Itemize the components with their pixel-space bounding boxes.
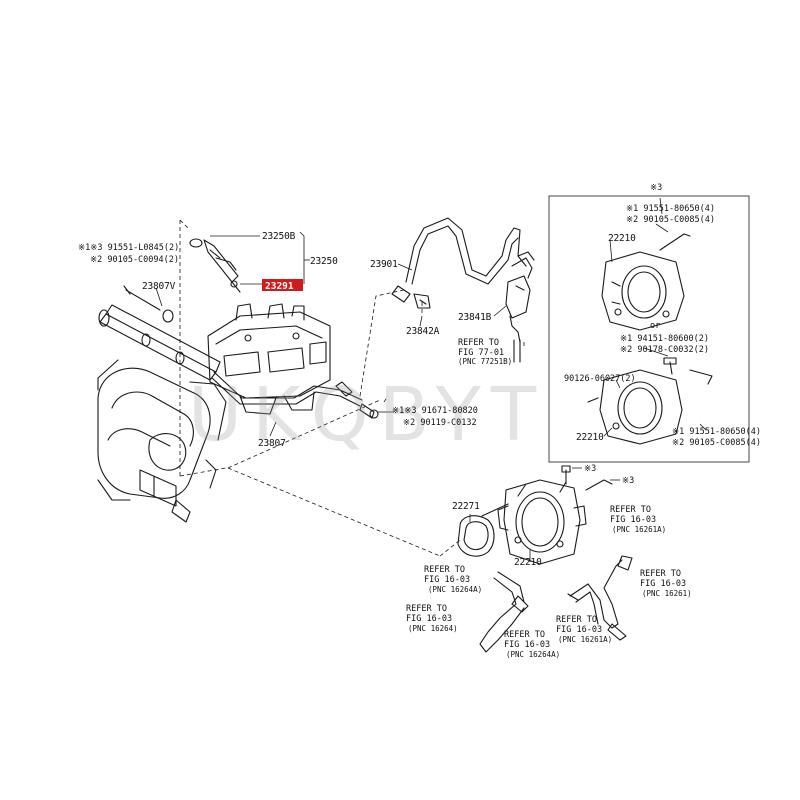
part-23250-label[interactable]: 23250: [310, 256, 338, 267]
refer-line: FIG 77-01: [458, 348, 504, 358]
refer-line: FIG 16-03: [610, 515, 656, 525]
refer-line: REFER TO: [610, 505, 651, 515]
refer-line: REFER TO: [458, 338, 499, 348]
refer-16261[interactable]: REFER TO FIG 16-03 (PNC 16261): [640, 569, 692, 598]
refer-16264[interactable]: REFER TO FIG 16-03 (PNC 16264): [406, 604, 458, 633]
part-23807V-label[interactable]: 23807V: [142, 281, 176, 292]
refer-pnc: (PNC 16264A): [506, 650, 560, 659]
refer-pnc: (PNC 16261A): [558, 635, 612, 644]
intake-manifold-drawing: [97, 285, 227, 523]
note-box-or: or: [650, 321, 660, 331]
note-box-b1: ※1 94151-80600(2): [620, 334, 709, 344]
throttle-body-drawing: [457, 465, 613, 565]
note-box-d2: ※2 90105-C0085(4): [672, 438, 761, 448]
part-23291-label[interactable]: 23291: [265, 281, 294, 292]
refer-line: REFER TO: [406, 604, 447, 614]
part-22210-label-box-top[interactable]: 22210: [608, 233, 636, 244]
fuel-injector-drawing: [189, 238, 241, 293]
part-22271-label[interactable]: 22271: [452, 501, 480, 512]
refer-line: FIG 16-03: [424, 575, 470, 585]
refer-pnc: (PNC 77251B): [458, 357, 512, 366]
fuel-tube-drawing: [211, 371, 379, 419]
part-23901-label[interactable]: 23901: [370, 259, 398, 270]
note-box-a2: ※2 90105-C0085(4): [626, 215, 715, 225]
refer-line: FIG 16-03: [556, 625, 602, 635]
refer-line: FIG 16-03: [504, 640, 550, 650]
detail-box: [548, 195, 750, 463]
part-23807-label[interactable]: 23807: [258, 438, 286, 449]
part-23250B-label[interactable]: 23250B: [262, 231, 296, 242]
part-23842A-label[interactable]: 23842A: [406, 326, 440, 337]
note-mid-2: ※2 90119-C0132: [403, 418, 477, 428]
refer-line: REFER TO: [556, 615, 597, 625]
part-22210-label-box-bottom[interactable]: 22210: [576, 432, 604, 443]
refer-line: REFER TO: [640, 569, 681, 579]
note-box-c: 90126-06027(2): [564, 374, 636, 384]
refer-77-01[interactable]: REFER TO FIG 77-01 (PNC 77251B): [458, 338, 512, 366]
dashed-leaders: [179, 219, 525, 557]
refer-line: FIG 16-03: [640, 579, 686, 589]
refer-line: REFER TO: [504, 630, 545, 640]
refer-16264A-b[interactable]: REFER TO FIG 16-03 (PNC 16264A): [504, 630, 560, 659]
part-23291-highlight: [262, 279, 303, 291]
note-left-2: ※2 90105-C0094(2): [90, 255, 179, 265]
note-box-a1: ※1 91551-80650(4): [626, 204, 715, 214]
note-box-b2: ※2 90178-C0032(2): [620, 345, 709, 355]
refer-pnc: (PNC 16264A): [428, 585, 482, 594]
vacuum-hose-drawing: [391, 217, 535, 363]
refer-16264A-a[interactable]: REFER TO FIG 16-03 (PNC 16264A): [424, 565, 482, 594]
refer-pnc: (PNC 16261A): [612, 525, 666, 534]
watermark-text: UKQBYT: [188, 372, 546, 458]
coolant-hoses-drawing: [479, 555, 633, 653]
refer-line: REFER TO: [424, 565, 465, 575]
leader-lines: [155, 197, 707, 562]
note-star3-b: ※3: [622, 476, 634, 486]
note-left-1: ※1※3 91551-L0845(2): [78, 243, 179, 253]
refer-line: FIG 16-03: [406, 614, 452, 624]
part-23841B-label[interactable]: 23841B: [458, 312, 492, 323]
refer-pnc: (PNC 16261): [642, 589, 692, 598]
refer-pnc: (PNC 16264): [408, 624, 458, 633]
refer-16261A-a[interactable]: REFER TO FIG 16-03 (PNC 16261A): [610, 505, 666, 534]
note-box-d1: ※1 91551-80650(4): [672, 427, 761, 437]
note-box-star3: ※3: [650, 183, 662, 193]
note-mid-1: ※1※3 91671-80820: [392, 406, 478, 416]
note-star3-a: ※3: [584, 464, 596, 474]
refer-16261A-b[interactable]: REFER TO FIG 16-03 (PNC 16261A): [556, 615, 612, 644]
part-22210-label-main[interactable]: 22210: [514, 557, 542, 568]
